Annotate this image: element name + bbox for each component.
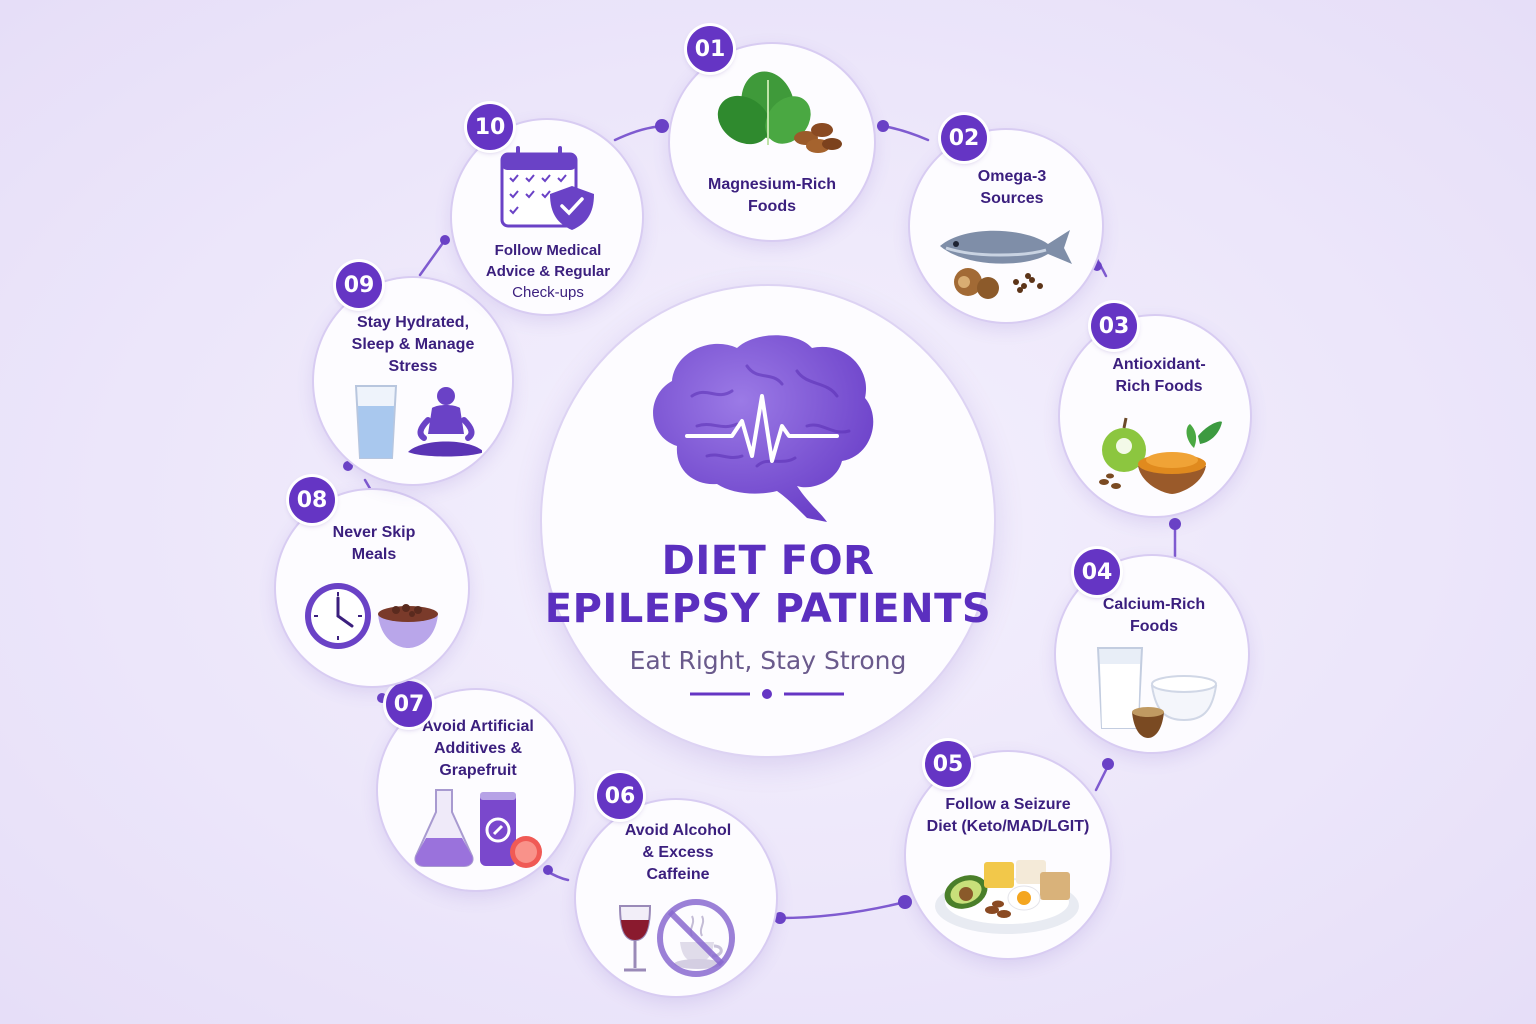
item-10-badge: 10 bbox=[467, 104, 513, 150]
no-alcohol-caffeine-icon bbox=[618, 899, 735, 977]
item-04-badge: 04 bbox=[1074, 549, 1120, 595]
item-08-badge: 08 bbox=[289, 477, 335, 523]
spinach-almonds-icon bbox=[717, 71, 842, 153]
item-03-badge: 03 bbox=[1091, 303, 1137, 349]
apple-turmeric-icon bbox=[1099, 417, 1222, 494]
center-hub: DIET FOR EPILEPSY PATIENTS Eat Right, St… bbox=[542, 286, 994, 756]
item-03-label: Antioxidant-Rich Foods bbox=[1112, 356, 1206, 395]
flask-can-grapefruit-icon bbox=[414, 789, 542, 868]
fish-walnut-icon bbox=[940, 230, 1072, 299]
item-05-badge: 05 bbox=[925, 741, 971, 787]
title-line-2: EPILEPSY PATIENTS bbox=[544, 586, 992, 632]
title-line-1: DIET FOR bbox=[661, 538, 875, 584]
item-09-badge: 09 bbox=[336, 262, 382, 308]
divider-ornament bbox=[690, 689, 844, 699]
item-02-badge: 02 bbox=[941, 115, 987, 161]
water-meditation-icon bbox=[354, 385, 482, 459]
keto-plate-icon bbox=[935, 860, 1079, 934]
brain-heartbeat-icon bbox=[653, 335, 874, 522]
calendar-shield-icon bbox=[500, 146, 594, 230]
item-03: Antioxidant-Rich Foods bbox=[1060, 316, 1250, 516]
item-01-badge: 01 bbox=[687, 26, 733, 72]
subtitle: Eat Right, Stay Strong bbox=[629, 646, 907, 675]
item-06-badge: 06 bbox=[597, 773, 643, 819]
milk-yogurt-icon bbox=[1096, 647, 1218, 738]
item-07-badge: 07 bbox=[386, 681, 432, 727]
clock-bowl-icon bbox=[305, 583, 438, 649]
